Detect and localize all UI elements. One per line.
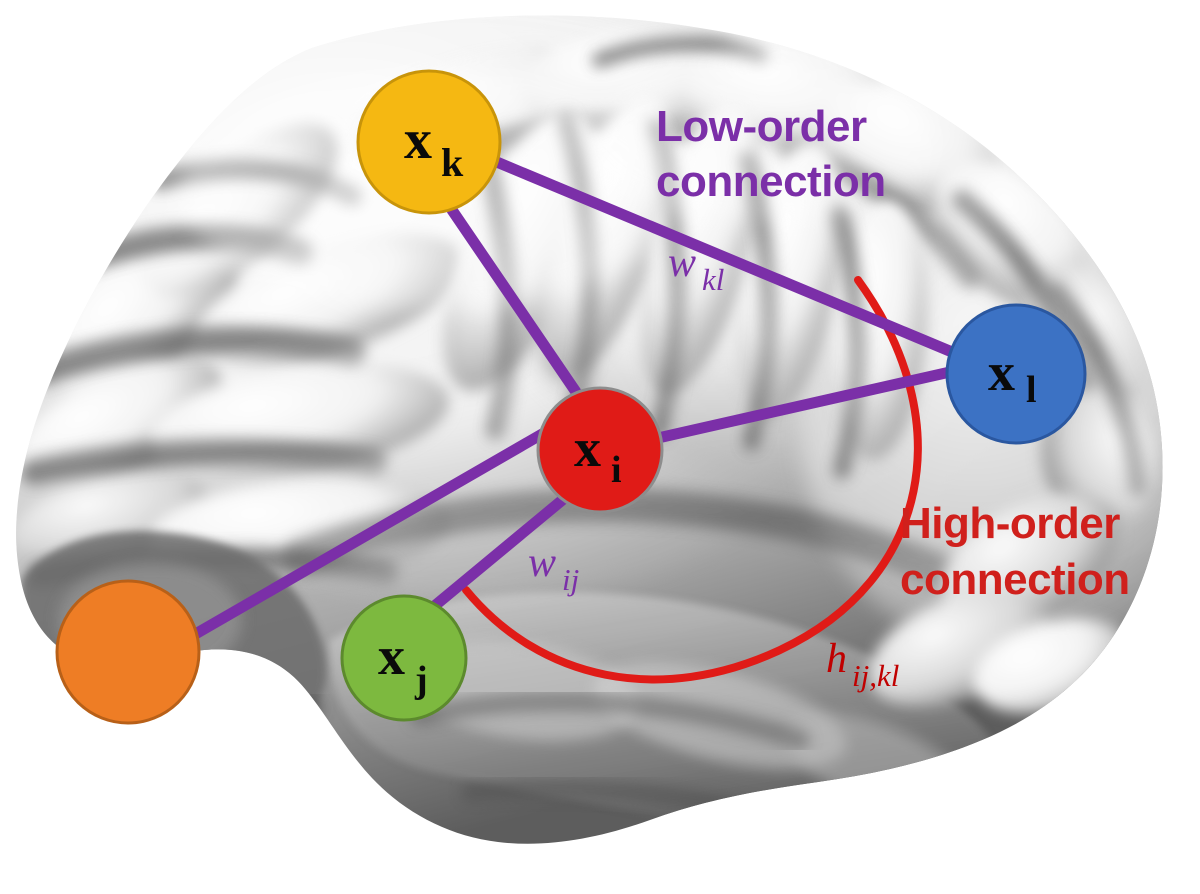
node-xk-subscript: k <box>441 140 464 185</box>
node-xi[interactable] <box>536 386 664 514</box>
label-w-ij-subscript: ij <box>562 562 579 597</box>
node-xj-subscript: j <box>414 659 428 701</box>
legend-high-order-line2: connection <box>900 555 1130 604</box>
node-xj[interactable] <box>340 594 468 722</box>
low-order-edges <box>186 154 958 642</box>
label-h-ijkl-subscript: ij,kl <box>852 658 899 693</box>
label-h-ijkl-base: h <box>826 636 847 682</box>
legend-high-order: High-order connection <box>900 499 1130 604</box>
node-xk[interactable] <box>356 69 502 215</box>
node-xl[interactable] <box>945 303 1087 445</box>
node-xl-label: x <box>988 342 1015 402</box>
edge-xk-xi[interactable] <box>446 204 582 398</box>
node-xi-label: x <box>574 418 601 478</box>
label-w-kl-base: w <box>668 240 696 286</box>
node-xk-label: x <box>404 109 432 171</box>
edge-xi-xl[interactable] <box>652 366 956 444</box>
node-orange[interactable] <box>55 579 201 725</box>
legend-low-order: Low-order connection <box>656 102 886 206</box>
legend-low-order-line2: connection <box>656 157 886 206</box>
node-xl-subscript: l <box>1026 369 1037 411</box>
network-nodes: x k x i x j x l <box>55 69 1087 725</box>
legend-high-order-line1: High-order <box>900 499 1120 548</box>
label-w-kl-subscript: kl <box>702 262 724 297</box>
legend-low-order-line1: Low-order <box>656 102 867 151</box>
node-xi-subscript: i <box>611 449 622 491</box>
edge-weight-labels: w kl w ij h ij,kl <box>528 240 899 693</box>
arc-high-order[interactable] <box>462 276 922 684</box>
edge-xk-xl[interactable] <box>486 154 958 358</box>
node-xj-label: x <box>378 626 405 686</box>
label-w-ij-base: w <box>528 540 556 586</box>
edge-orange-xi[interactable] <box>186 420 562 642</box>
high-order-arc-group <box>462 276 922 684</box>
edge-xj-xi[interactable] <box>426 486 578 614</box>
